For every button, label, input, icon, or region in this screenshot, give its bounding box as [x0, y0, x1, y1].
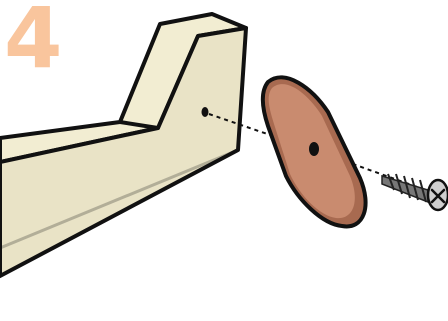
screw-head-slot [430, 188, 446, 204]
wood-leg-bottom-edge [0, 148, 239, 250]
wood-leg-inner-edge [118, 120, 160, 130]
screw [381, 173, 448, 212]
screw-thread [387, 173, 427, 203]
felt-pad-hole [309, 142, 319, 156]
wood-leg [0, 12, 248, 278]
felt-pad [260, 75, 368, 229]
step-number: 4 [4, 0, 62, 87]
screw-hole [201, 107, 209, 117]
